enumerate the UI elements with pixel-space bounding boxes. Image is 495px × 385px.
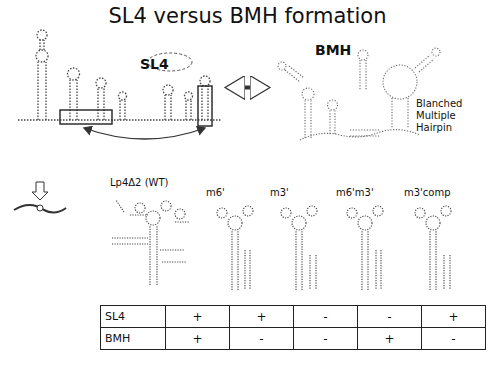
diagram-title: SL4 versus BMH formation (0, 4, 495, 28)
construct-label: m3'comp (404, 186, 466, 200)
table-cell: - (230, 331, 293, 347)
structure-note: Blanched Multiple Hairpin (416, 98, 482, 134)
equilibrium-arrow (227, 86, 268, 90)
structure-panel: SL4 (10, 40, 225, 155)
table-cell: + (358, 331, 421, 347)
structure-panel: BMH Blanched Multiple Hairpin (270, 40, 485, 155)
table-cell: BMH (101, 331, 165, 346)
table-cell: + (166, 309, 229, 325)
table-cell: + (166, 331, 229, 347)
construct-label: m6'm3' (336, 186, 396, 200)
table-cell: + (230, 309, 293, 325)
table-cell: + (422, 309, 485, 325)
structure-name: BMH (315, 42, 351, 58)
construct-label: m3' (270, 186, 330, 200)
construct-label: m6' (206, 186, 266, 200)
table-cell: - (422, 331, 485, 347)
table-cell: - (294, 309, 357, 325)
table-cell: SL4 (101, 309, 165, 324)
structure-name: SL4 (140, 56, 169, 72)
table-cell: - (358, 309, 421, 325)
table-cell: - (294, 331, 357, 347)
construct-label: Lp4Δ2 (WT) (110, 176, 200, 190)
